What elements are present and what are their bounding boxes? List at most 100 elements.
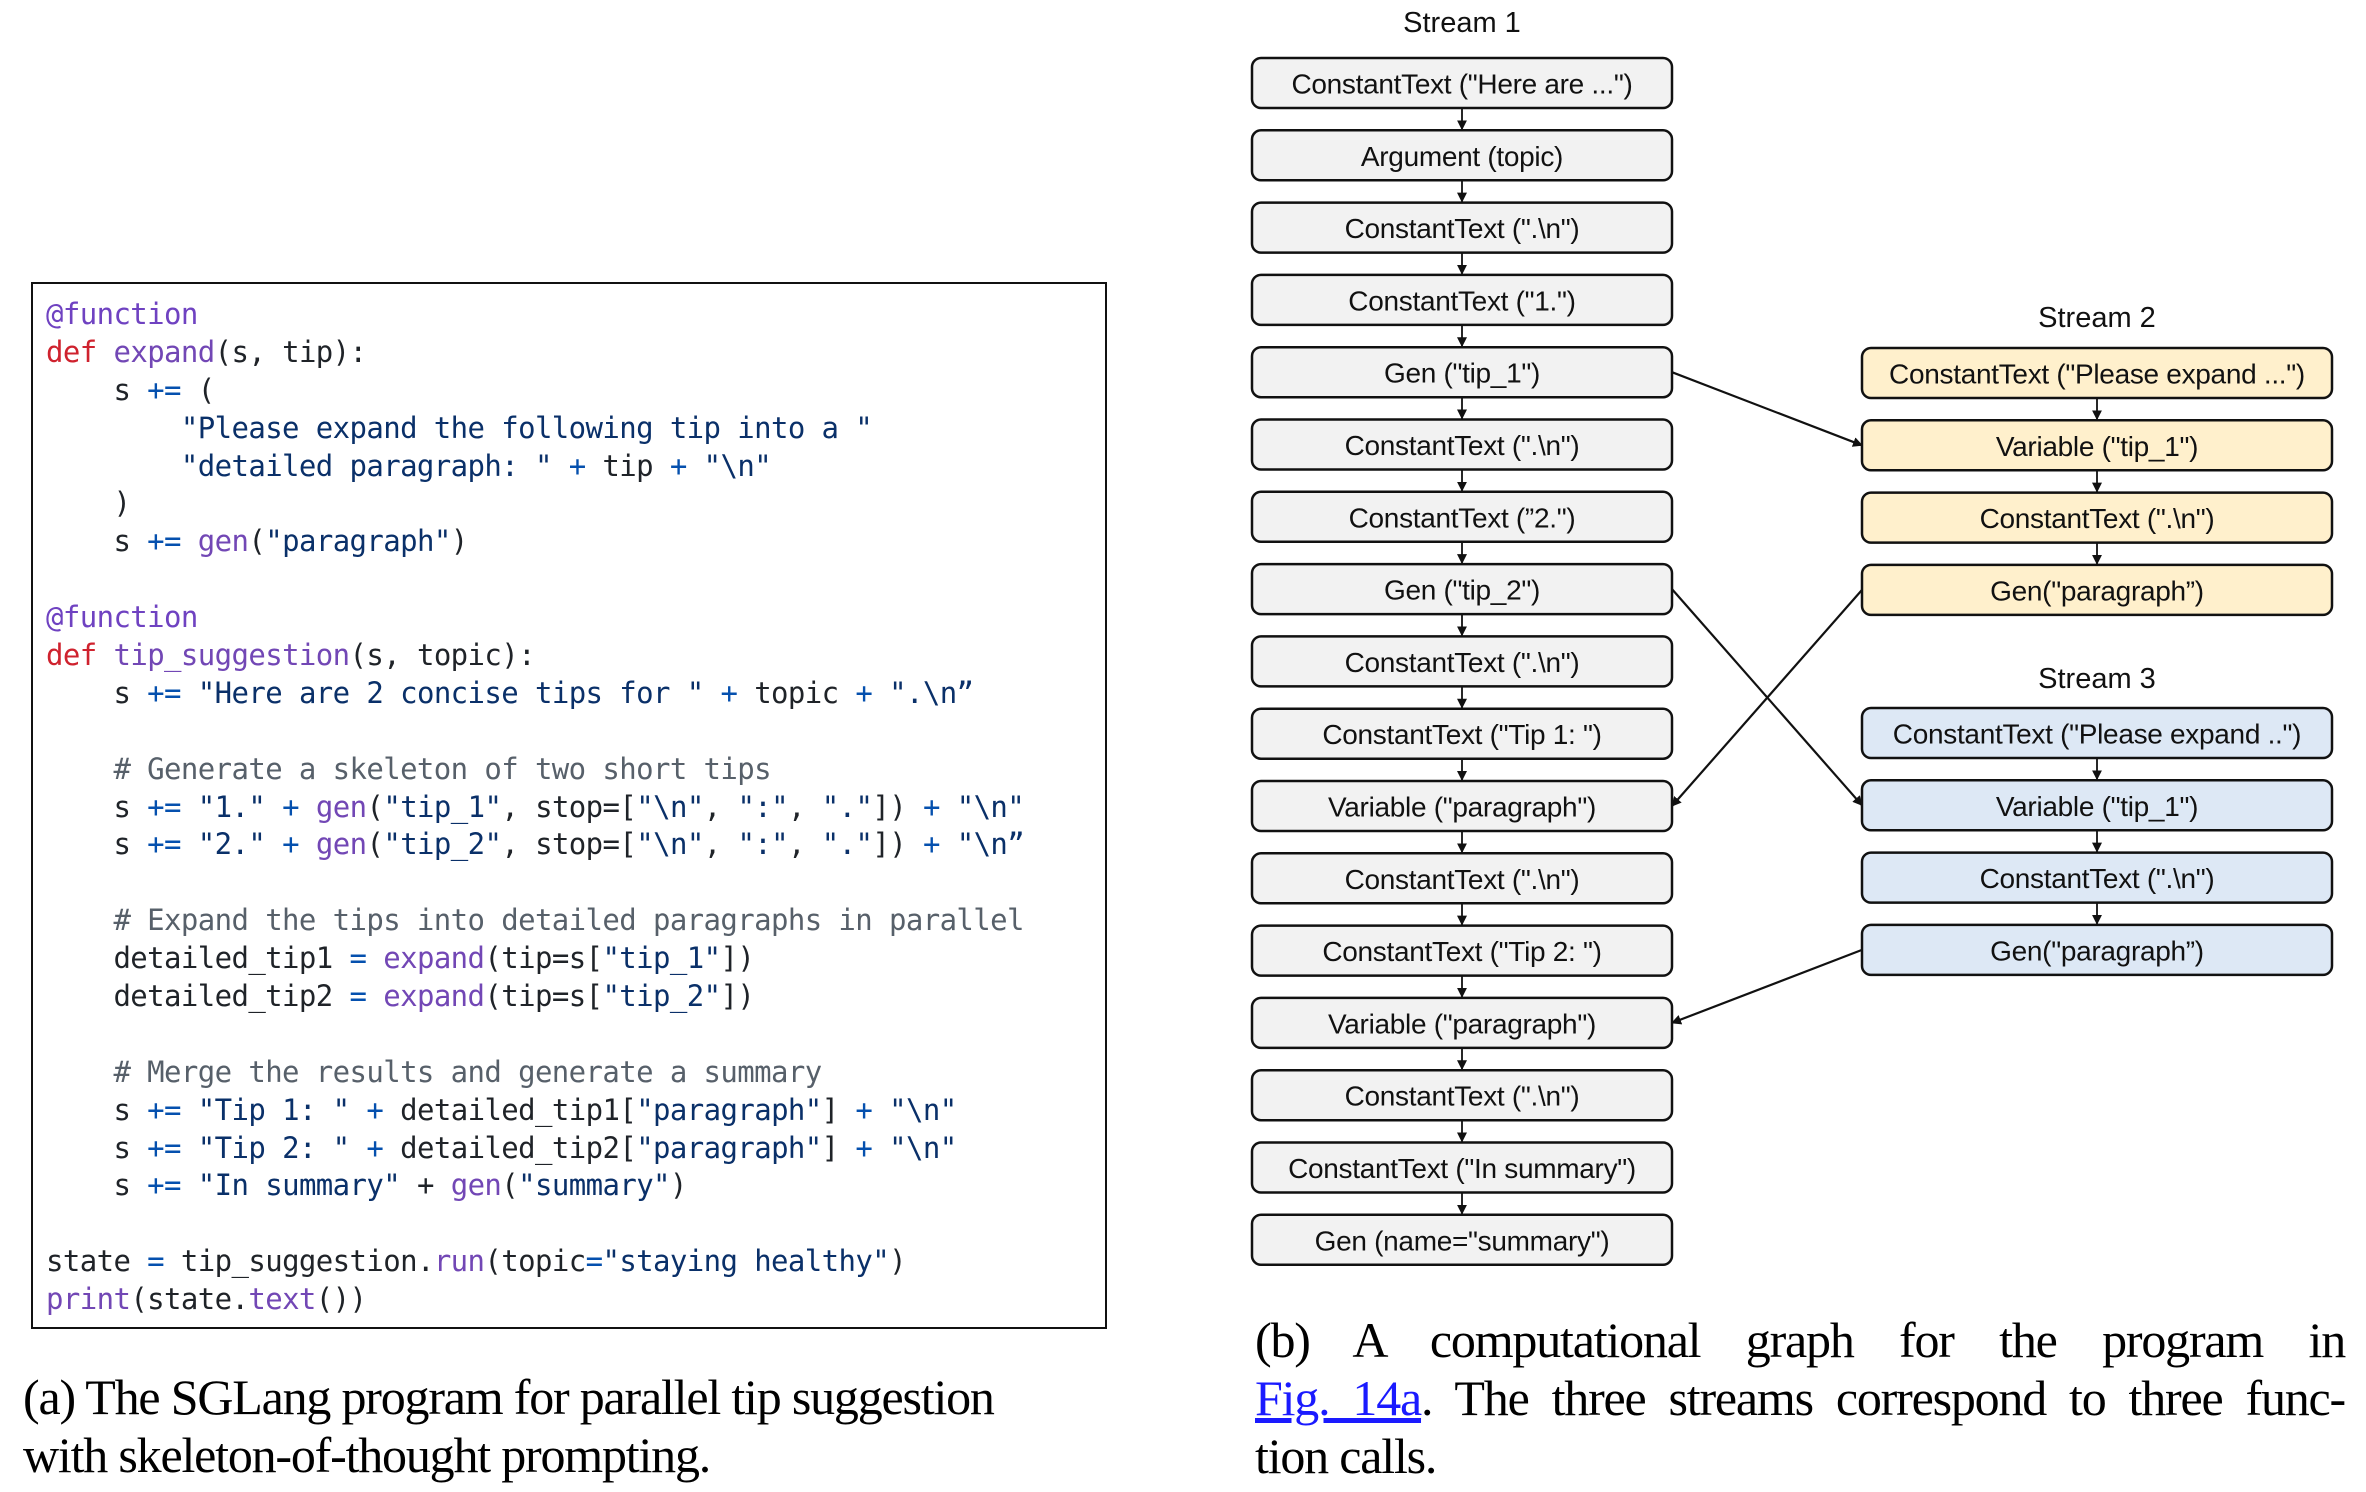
code-token-op: + xyxy=(922,827,940,862)
code-line: # Merge the results and generate a summa… xyxy=(46,1054,1024,1092)
graph-node-label: Variable ("tip_1") xyxy=(1996,791,2198,822)
code-token-plain: + xyxy=(400,1168,451,1203)
graph-node-box xyxy=(1860,491,2334,544)
graph-node-box xyxy=(1250,56,1674,110)
code-token-fn: expand xyxy=(383,941,485,976)
code-token-plain: ( xyxy=(501,1168,519,1203)
graph-node-box xyxy=(1250,635,1674,688)
graph-node-label: ConstantText ("Tip 2: ") xyxy=(1322,936,1601,967)
caption-a-line-2: with skeleton-of-thought prompting. xyxy=(23,1427,711,1483)
caption-a-line-1: (a) The SGLang program for parallel tip … xyxy=(23,1369,995,1425)
code-token-str: "2." xyxy=(197,827,266,862)
code-token-fn: expand xyxy=(113,334,215,369)
graph-node-box xyxy=(1250,490,1674,544)
graph-node-label: ConstantText ("In summary") xyxy=(1288,1153,1636,1184)
code-token-str: "\n" xyxy=(636,827,704,862)
code-token-op: = xyxy=(349,979,367,1014)
code-token-plain: s xyxy=(46,524,148,559)
graph-node-label: ConstantText ("Here are ...") xyxy=(1291,69,1632,100)
graph-node-box xyxy=(1860,923,2334,977)
graph-node-box xyxy=(1860,779,2334,832)
caption-b-line-1: (b) A computational graph for the progra… xyxy=(1255,1312,2346,1368)
caption-b: (b) A computational graph for the progra… xyxy=(1255,1311,2346,1485)
cross-stream-arrow xyxy=(1671,948,1863,1025)
code-token-plain: (tip=s[ xyxy=(484,941,603,976)
code-token-op: + xyxy=(855,1092,873,1127)
graph-node-label: ConstantText (".\n") xyxy=(1345,1081,1580,1112)
code-token-str: "." xyxy=(821,789,873,824)
graph-node-box xyxy=(1250,924,1674,977)
graph-node-label: Variable ("paragraph") xyxy=(1328,1008,1596,1039)
code-token-str: "Tip 2: " xyxy=(197,1130,350,1165)
stream-1-label: Stream 1 xyxy=(1403,7,1521,39)
code-token-plain: detailed_tip2 xyxy=(46,979,350,1014)
graph-node-label: ConstantText (".\n") xyxy=(1980,503,2215,534)
code-token-op: + xyxy=(282,827,299,862)
code-line: "Please expand the following tip into a … xyxy=(46,410,1024,448)
code-token-op: + xyxy=(568,448,586,483)
code-token-plain: ( xyxy=(366,789,384,824)
code-token-str: "In summary" xyxy=(197,1168,401,1203)
graph-node-box xyxy=(1250,201,1674,254)
code-token-plain: s xyxy=(46,1168,148,1203)
code-token-str: "summary" xyxy=(518,1168,670,1203)
code-token-deco: @function xyxy=(46,297,198,331)
code-line: state = tip_suggestion.run(topic="stayin… xyxy=(46,1243,1024,1281)
code-token-str: ":" xyxy=(737,827,789,862)
code-token-plain: s xyxy=(46,789,148,824)
code-token-plain: topic xyxy=(737,675,856,710)
code-token-fn: gen xyxy=(315,789,367,824)
code-token-plain: ) xyxy=(450,524,468,559)
code-token-str: "paragraph" xyxy=(265,524,451,559)
code-line: s += "Tip 1: " + detailed_tip1["paragrap… xyxy=(46,1092,1024,1130)
code-token-fn: expand xyxy=(383,979,485,1014)
graph-node-label: Gen (name="summary") xyxy=(1315,1225,1610,1256)
graph-node-label: ConstantText (".\n") xyxy=(1345,430,1580,461)
code-token-op: + xyxy=(922,789,940,824)
figure-link[interactable]: Fig. 14a xyxy=(1255,1370,1422,1426)
code-token-op: += xyxy=(147,675,181,710)
code-token-op: = xyxy=(349,941,367,976)
code-token-plain: ()) xyxy=(315,1282,367,1317)
code-line: s += gen("paragraph") xyxy=(46,523,1024,561)
graph-node-box xyxy=(1860,563,2334,617)
code-token-plain: , xyxy=(788,827,822,862)
code-line: print(state.text()) xyxy=(46,1281,1024,1319)
code-token-str: "detailed paragraph: " xyxy=(180,448,553,483)
code-token-plain: ]) xyxy=(720,941,755,976)
code-token-kw: def xyxy=(46,334,97,369)
code-token-fn: print xyxy=(46,1282,131,1317)
code-token-op: += xyxy=(147,1168,181,1203)
code-token-plain: ( xyxy=(180,372,215,407)
code-line: s += "Here are 2 concise tips for " + to… xyxy=(46,675,1024,713)
code-token-op: = xyxy=(147,1244,165,1279)
graph-node-label: Variable ("paragraph") xyxy=(1328,792,1596,823)
code-token-str: "\n" xyxy=(956,789,1025,824)
graph-node-box xyxy=(1250,707,1674,760)
code-token-str: "\n” xyxy=(956,827,1025,862)
code-token-fn: gen xyxy=(450,1168,502,1203)
code-token-str: "Please expand the following tip into a … xyxy=(180,410,873,445)
code-token-plain: s xyxy=(46,827,148,862)
graph-node-box xyxy=(1250,779,1674,833)
code-token-plain: detailed_tip1[ xyxy=(383,1092,637,1127)
code-token-str: "\n" xyxy=(636,789,704,824)
graph-node-label: Gen ("tip_2") xyxy=(1384,575,1540,606)
code-line: @function xyxy=(46,296,1024,334)
code-token-plain: ) xyxy=(46,486,131,521)
code-token-op: + xyxy=(720,675,738,710)
code-token-plain: ) xyxy=(889,1244,906,1279)
code-token-op: += xyxy=(147,524,181,559)
code-line: s += "1." + gen("tip_1", stop=["\n", ":"… xyxy=(46,789,1024,827)
code-token-str: "\n" xyxy=(703,448,772,483)
graph-node-box xyxy=(1250,852,1674,905)
code-line: @function xyxy=(46,599,1024,637)
code-token-plain: (s, topic): xyxy=(349,638,536,673)
graph-node-label: Gen("paragraph”) xyxy=(1990,575,2204,606)
code-token-op: + xyxy=(366,1092,384,1127)
code-token-plain: , xyxy=(703,827,738,862)
